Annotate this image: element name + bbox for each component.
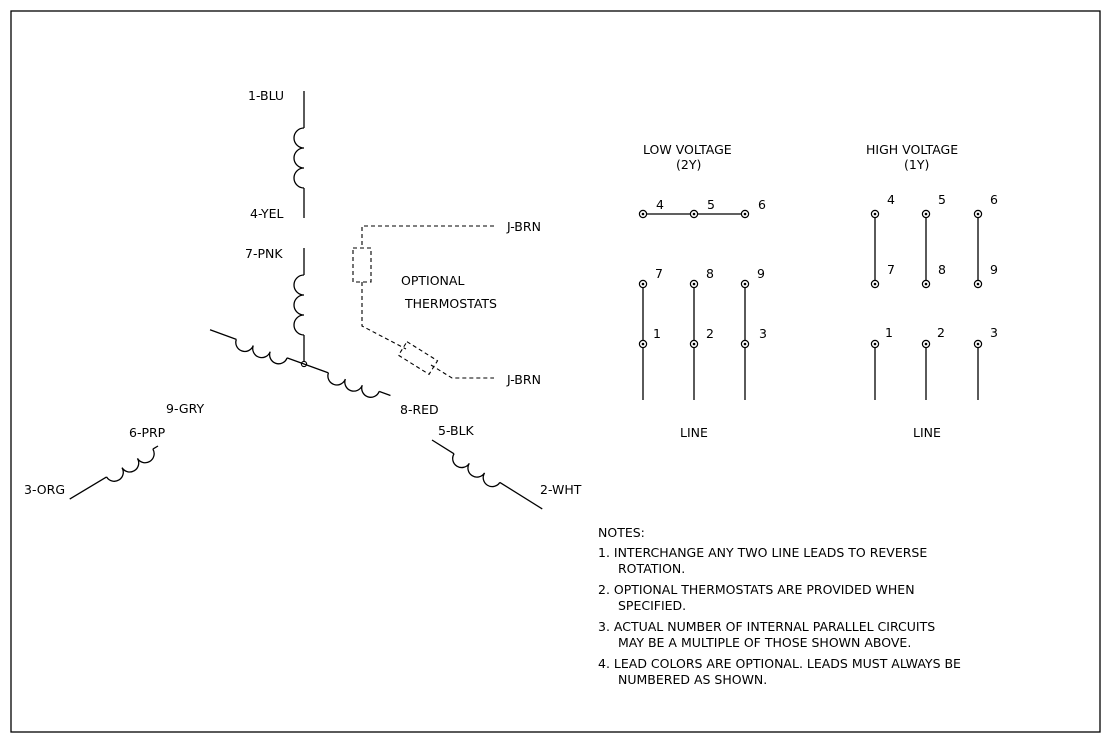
note-2-line-2: SPECIFIED.: [618, 598, 686, 613]
notes-heading: NOTES:: [598, 525, 645, 540]
winding-1-4: [293, 91, 305, 218]
thermostat-label-line2: THERMOSTATS: [404, 296, 497, 311]
hv-num-8: 8: [938, 262, 946, 277]
lv-num-2: 2: [706, 326, 714, 341]
high-voltage-title: HIGH VOLTAGE: [866, 142, 958, 157]
note-4-line-1: 4. LEAD COLORS ARE OPTIONAL. LEADS MUST …: [598, 656, 961, 671]
lead-label-4: 4-YEL: [250, 206, 284, 221]
drawing-border: [10, 10, 1101, 733]
thermostat-lead-top: J-BRN: [506, 219, 541, 234]
lv-num-8: 8: [706, 266, 714, 281]
lead-label-2: 2-WHT: [540, 482, 582, 497]
hv-num-2: 2: [937, 325, 945, 340]
lv-num-3: 3: [759, 326, 767, 341]
hv-num-4: 4: [887, 192, 895, 207]
low-voltage-connection: LOW VOLTAGE (2Y) 4 5 6 7 8 9 1 2 3 LINE: [638, 142, 767, 440]
wye-winding: 1-BLU 4-YEL 7-PNK 9-GRY 6-PRP 3-ORG 8-RE…: [24, 88, 582, 510]
thermostat-top: [352, 247, 372, 283]
low-voltage-subtitle: (2Y): [676, 157, 701, 172]
thermostat-circuit: OPTIONAL THERMOSTATS J-BRN J-BRN: [352, 219, 541, 387]
hv-num-7: 7: [887, 262, 895, 277]
hv-num-6: 6: [990, 192, 998, 207]
lead-label-8: 8-RED: [400, 402, 439, 417]
hv-num-9: 9: [990, 262, 998, 277]
hv-num-1: 1: [885, 325, 893, 340]
note-2-line-1: 2. OPTIONAL THERMOSTATS ARE PROVIDED WHE…: [598, 582, 915, 597]
note-1-line-2: ROTATION.: [618, 561, 685, 576]
thermostat-lead-bottom: J-BRN: [506, 372, 541, 387]
lv-num-1: 1: [653, 326, 661, 341]
lead-label-7: 7-PNK: [245, 246, 283, 261]
lv-line-label: LINE: [680, 425, 708, 440]
low-voltage-title: LOW VOLTAGE: [643, 142, 732, 157]
winding-6-3: [69, 445, 159, 500]
winding-center-9: [209, 329, 305, 365]
hv-terminals: [870, 209, 983, 349]
lv-num-4: 4: [656, 197, 664, 212]
note-3-line-1: 3. ACTUAL NUMBER OF INTERNAL PARALLEL CI…: [598, 619, 935, 634]
thermostat-bottom: [397, 340, 439, 376]
lv-num-7: 7: [655, 266, 663, 281]
winding-7-center: [293, 248, 305, 362]
thermostat-label-line1: OPTIONAL: [401, 273, 464, 288]
winding-5-2: [431, 439, 543, 510]
lead-label-1: 1-BLU: [248, 88, 284, 103]
lv-num-9: 9: [757, 266, 765, 281]
hv-num-5: 5: [938, 192, 946, 207]
high-voltage-subtitle: (1Y): [904, 157, 929, 172]
note-1-line-1: 1. INTERCHANGE ANY TWO LINE LEADS TO REV…: [598, 545, 927, 560]
high-voltage-connection: HIGH VOLTAGE (1Y) 4 5 6 7 8 9 1 2 3 LIN: [866, 142, 998, 440]
lv-num-5: 5: [707, 197, 715, 212]
lv-terminals: [638, 209, 750, 349]
note-3-line-2: MAY BE A MULTIPLE OF THOSE SHOWN ABOVE.: [618, 635, 911, 650]
lead-label-6: 6-PRP: [129, 425, 166, 440]
winding-center-8: [303, 363, 391, 398]
hv-line-label: LINE: [913, 425, 941, 440]
lead-label-9: 9-GRY: [166, 401, 204, 416]
lead-label-3: 3-ORG: [24, 482, 65, 497]
lead-label-5: 5-BLK: [438, 423, 475, 438]
lv-num-6: 6: [758, 197, 766, 212]
note-4-line-2: NUMBERED AS SHOWN.: [618, 672, 767, 687]
notes: NOTES: 1. INTERCHANGE ANY TWO LINE LEADS…: [598, 525, 961, 687]
hv-num-3: 3: [990, 325, 998, 340]
